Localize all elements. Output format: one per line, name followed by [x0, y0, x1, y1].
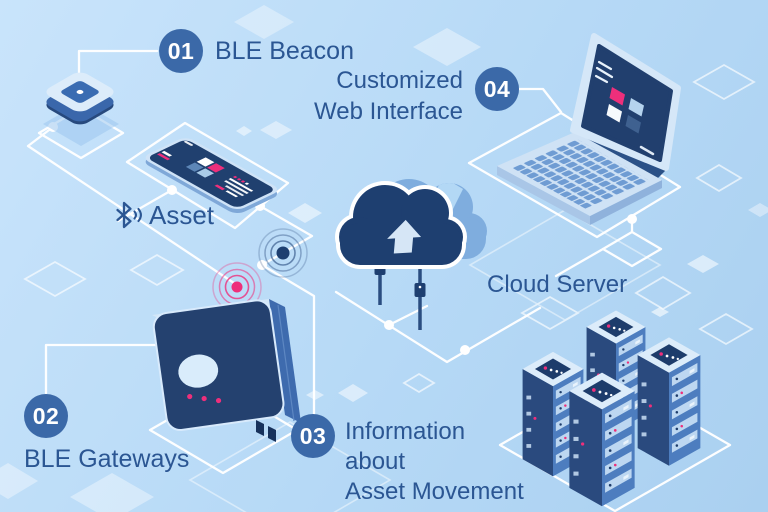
step-3-badge: 03 [291, 414, 335, 458]
step-3: 03 Information about Asset Movement [291, 414, 524, 507]
screen-content [594, 60, 655, 156]
decor-outlined-diamonds [23, 63, 756, 512]
step-4-label: Customized Web Interface [311, 65, 463, 127]
step-4-badge: 04 [475, 67, 519, 111]
smartphone-icon [145, 138, 278, 213]
step-3-label-line1: Information [345, 418, 466, 445]
cloud-server-label: Cloud Server [487, 271, 628, 298]
asset-label: Asset [112, 199, 214, 231]
step-3-label: Information about Asset Movement [345, 417, 524, 507]
server-racks-icon [522, 310, 701, 507]
step-4: Customized Web Interface 04 [311, 65, 519, 127]
step-2-badge: 02 [24, 394, 68, 438]
cloud-server-icon [335, 179, 487, 330]
step-4-label-line1: Customized [336, 67, 463, 94]
asset-label-text: Asset [149, 199, 215, 230]
upload-arrow-icon [387, 219, 422, 254]
step-1-badge: 01 [159, 29, 203, 73]
step-3-label-line3: Asset Movement [345, 478, 524, 505]
step-1: 01 BLE Beacon [159, 29, 354, 73]
bluetooth-icon [116, 201, 142, 229]
ble-beacon-icon [43, 72, 119, 146]
step-2: 02 BLE Gateways [24, 394, 189, 474]
decor-filled-diamonds [0, 5, 768, 512]
step-2-label: BLE Gateways [24, 445, 190, 473]
ble-gateway-icon [152, 299, 301, 442]
step-4-label-line2: Web Interface [314, 98, 463, 125]
step-1-label: BLE Beacon [215, 36, 354, 65]
step-3-label-line2: about [345, 448, 406, 475]
laptop-icon [497, 33, 681, 225]
signal-ripple-navy-icon [258, 228, 308, 278]
